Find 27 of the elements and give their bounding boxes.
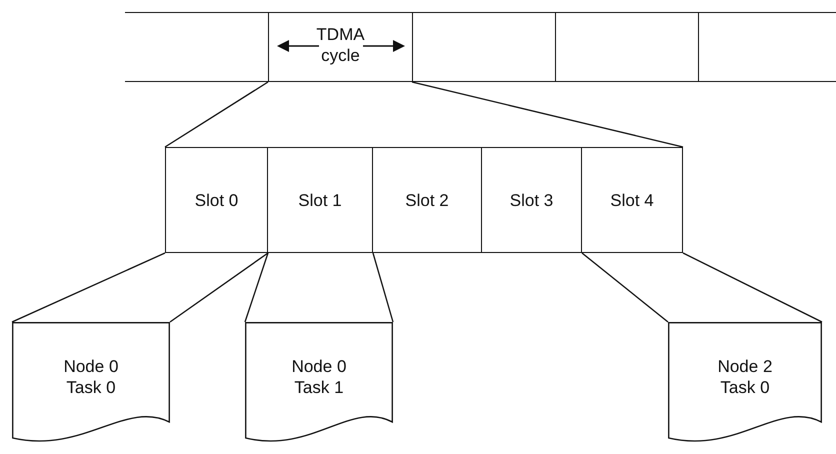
connector-line — [372, 252, 394, 322]
timeline-cell — [698, 12, 836, 82]
connector-line — [244, 252, 269, 322]
slot-cell — [373, 147, 482, 253]
document-label: Node 0 Task 1 — [290, 356, 348, 398]
connector-line — [412, 81, 684, 148]
slot-label: Slot 0 — [194, 190, 238, 210]
timeline-cell — [268, 12, 412, 82]
connector-line — [170, 252, 268, 323]
connector-line — [164, 81, 268, 148]
connector-line — [682, 252, 822, 323]
slot-label: Slot 4 — [610, 190, 654, 210]
timeline-cell — [412, 12, 555, 82]
document-label: Node 2 Task 0 — [716, 356, 774, 398]
slot-cell — [582, 147, 683, 253]
connector-line — [12, 252, 166, 323]
slot-label: Slot 1 — [298, 190, 342, 210]
slot-label: Slot 3 — [510, 190, 554, 210]
cycle-label: TDMA cycle — [316, 24, 366, 66]
timeline-cell — [125, 12, 268, 82]
slot-cell — [482, 147, 582, 253]
slot-label: Slot 2 — [405, 190, 449, 210]
slot-cell — [165, 147, 268, 253]
document-label: Node 0 Task 0 — [62, 356, 120, 398]
connector-line — [582, 252, 668, 322]
timeline-cell — [555, 12, 698, 82]
slot-cell — [268, 147, 373, 253]
